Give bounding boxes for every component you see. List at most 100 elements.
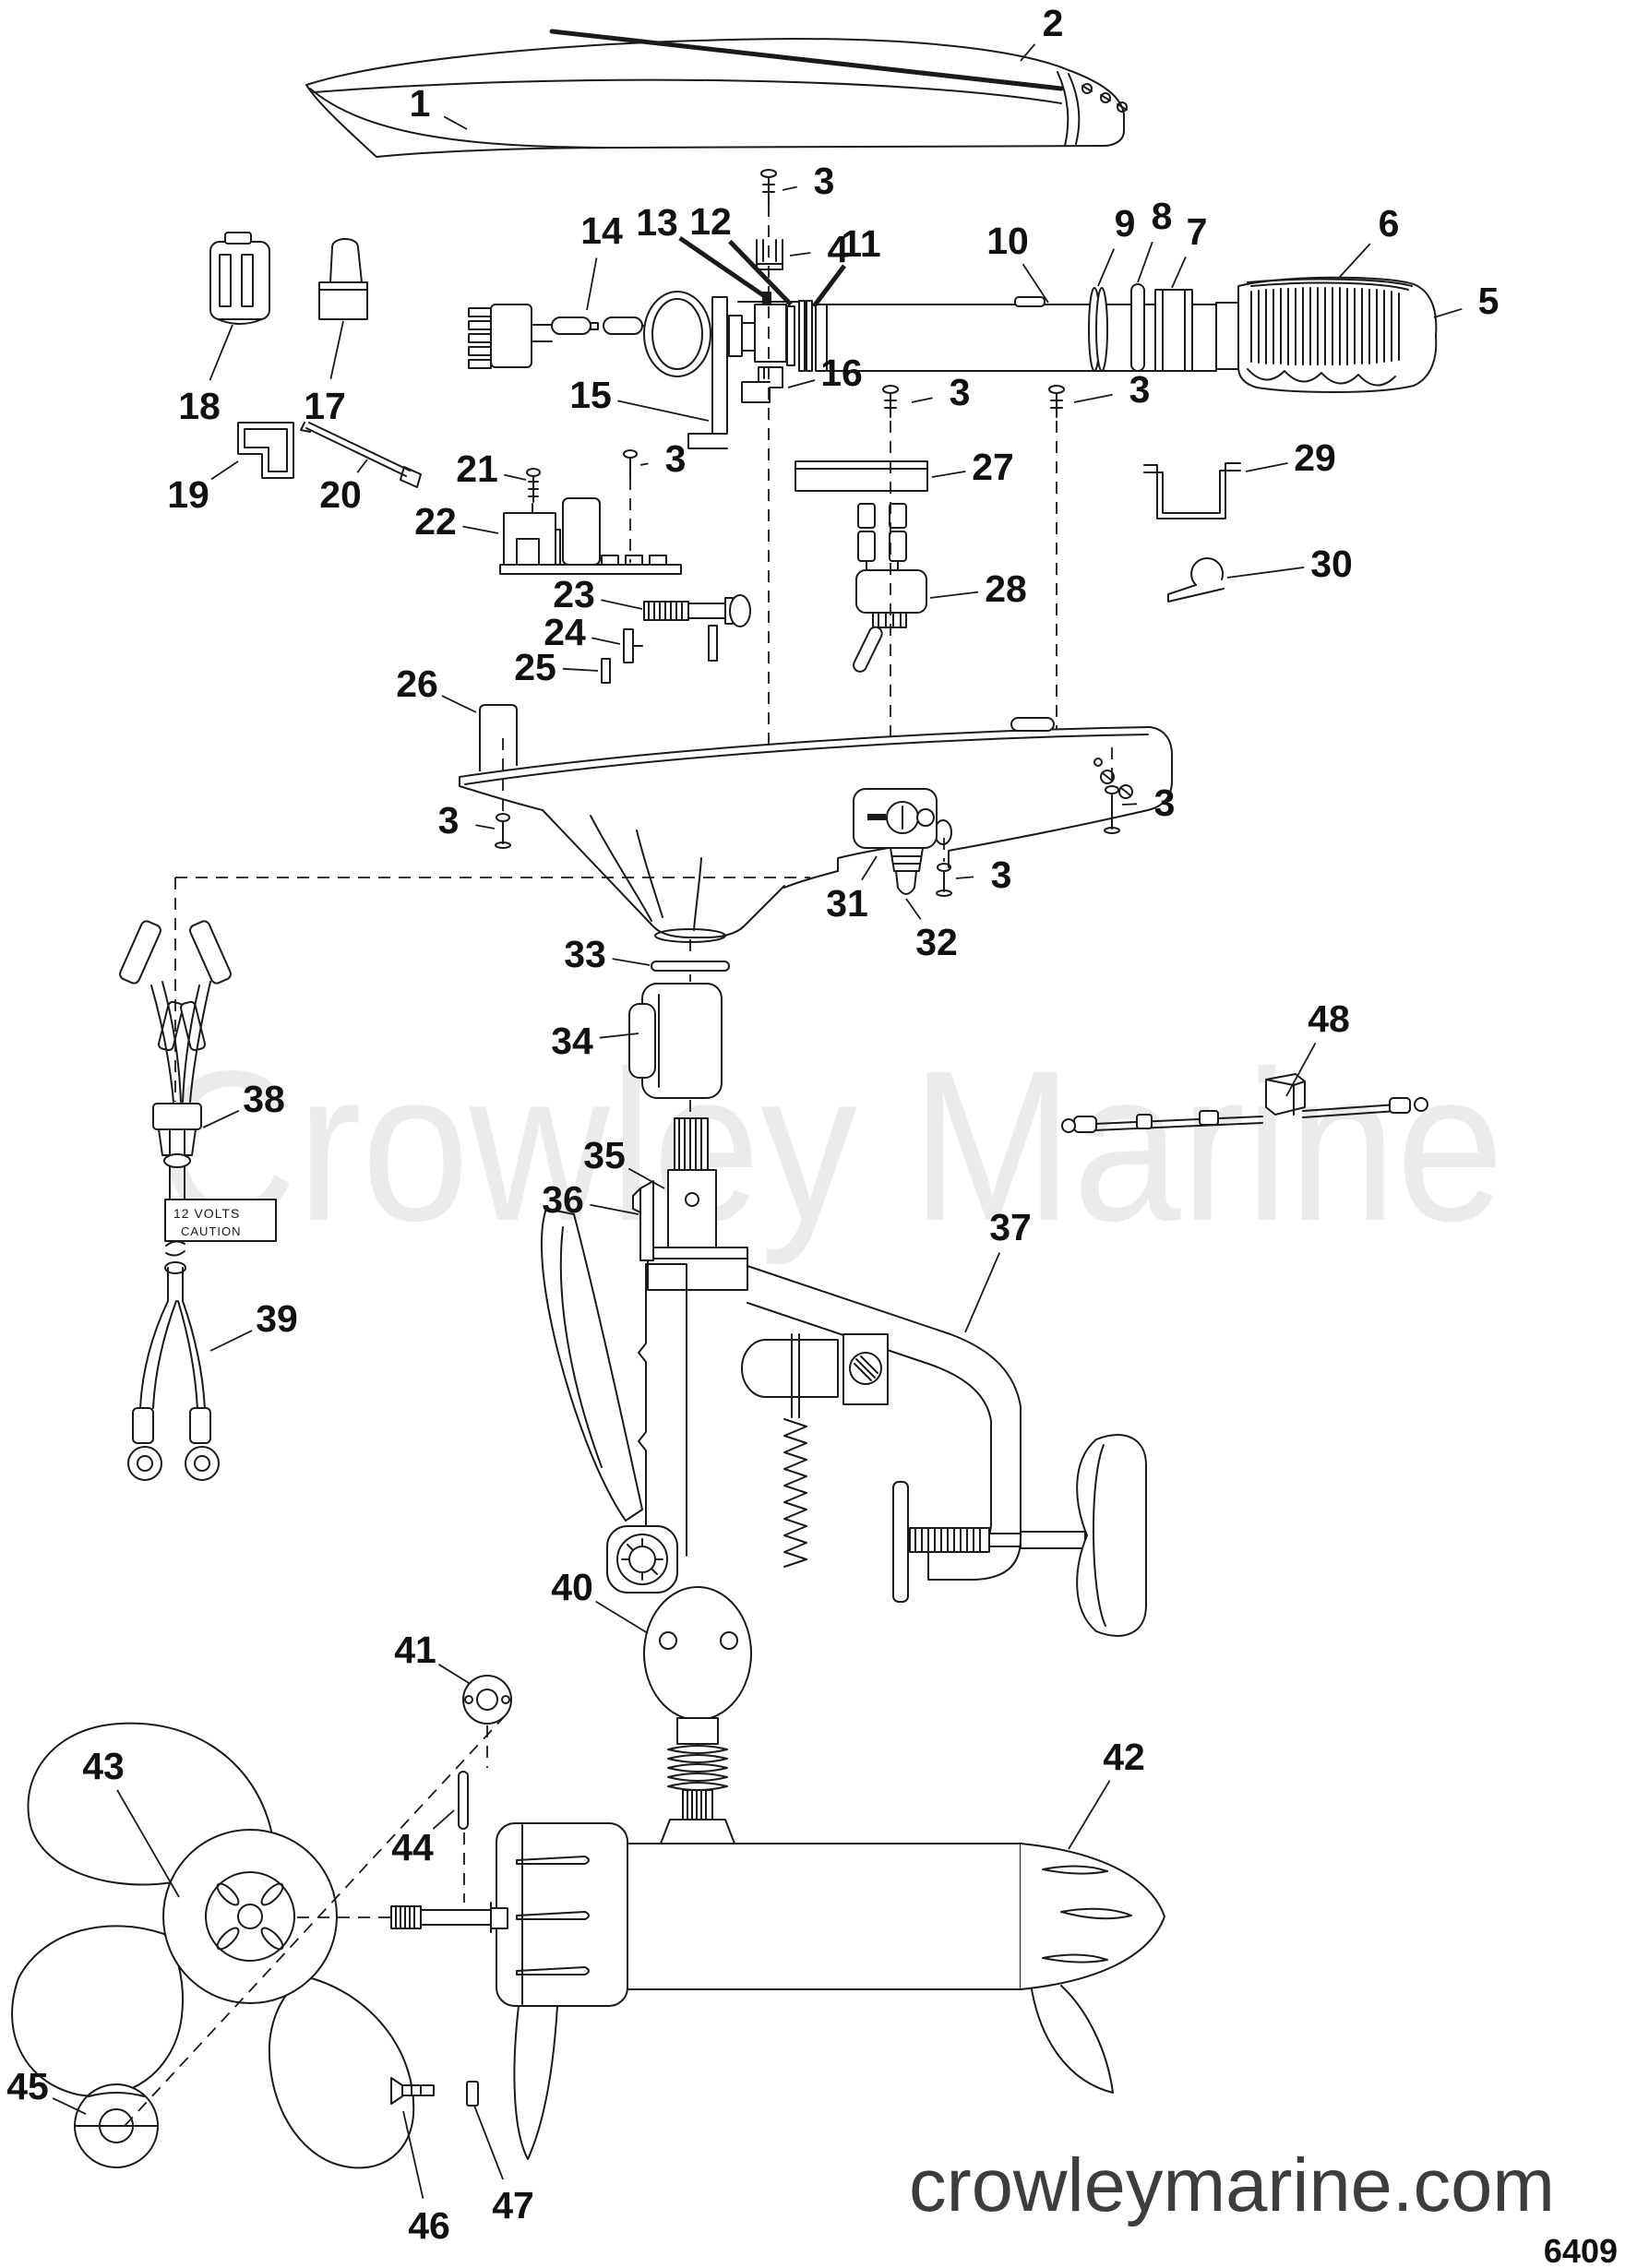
part-31-plug-panel <box>853 788 938 895</box>
part-26-base-plate-shape <box>783 870 839 889</box>
voltage-label-box-shape <box>164 1199 277 1242</box>
callout-part-42: 42 <box>1103 1736 1145 1778</box>
part-38-39-battery-leads-shape <box>132 1407 154 1444</box>
part-1-head-cover-shape <box>305 38 1125 158</box>
part-48-cable <box>1061 1073 1428 1133</box>
part-28-switch-shape <box>872 612 907 628</box>
screw-icon-shape <box>1104 827 1120 834</box>
part-38-39-battery-leads-shape <box>139 1300 206 1411</box>
leader-line-part-3 <box>1073 393 1113 403</box>
leader-line-part-29 <box>1245 462 1288 472</box>
callout-part-4: 4 <box>828 228 849 270</box>
leader-line-part-3 <box>782 185 797 191</box>
leader-line-part-19 <box>210 460 239 481</box>
callout-part-17: 17 <box>304 385 346 427</box>
part-23-bolt-shape <box>729 594 751 627</box>
part-22-circuit-board-shape <box>601 555 619 566</box>
leader-line-part-43 <box>116 1789 180 1898</box>
part-14-wiring-plug-shape <box>468 307 492 317</box>
part-37-clamp-bracket-shape <box>914 1527 981 1553</box>
leader-line-part-39 <box>209 1330 253 1352</box>
part-28-switch-shape <box>889 531 907 562</box>
part-37-clamp-bracket-shape <box>645 1263 687 1557</box>
part-23-bolt-shape <box>648 601 683 621</box>
part-26-base-plate-shape <box>1010 717 1055 732</box>
leader-line-part-13 <box>678 235 768 300</box>
part-31-plug-panel-shape <box>890 847 924 872</box>
part-14-wiring-plug-shape <box>551 316 591 335</box>
leader-line-part-42 <box>1068 1780 1111 1850</box>
callout-part-11: 11 <box>841 222 880 265</box>
leader-line-part-14 <box>586 257 598 311</box>
part-8-ring-shape <box>1130 283 1145 372</box>
reference-dashed-lines-shape <box>124 1717 504 2127</box>
part-4-clip-shape <box>756 239 783 270</box>
leader-line-part-8 <box>1137 241 1153 283</box>
part-28-switch-shape <box>866 560 899 571</box>
part-38-39-battery-leads-shape <box>137 1455 153 1472</box>
leader-line-part-2 <box>1020 43 1036 62</box>
part-38-39-battery-leads-shape <box>185 1446 220 1481</box>
part-9-ring-shape <box>1095 287 1108 372</box>
callout-part-37: 37 <box>989 1206 1032 1248</box>
motor-head-endcap-shape <box>651 298 703 370</box>
part-33-washer <box>651 961 730 972</box>
cover-screws-icon-shape <box>1100 92 1111 103</box>
callout-part-23: 23 <box>553 573 595 615</box>
part-20-cable-tie-shape <box>400 466 422 488</box>
part-35-steering-column-shape <box>685 1192 699 1207</box>
part-42-motor-body-shape <box>516 1856 590 1976</box>
part-36-latch-strip <box>632 1180 654 1261</box>
part-7-collar <box>1154 289 1193 372</box>
leader-line-part-25 <box>562 667 599 672</box>
part-37-clamp-bracket <box>540 1208 1147 1637</box>
screw-icon-shape <box>496 813 510 822</box>
leader-line-part-33 <box>612 958 651 966</box>
tube-hub-parts-shape <box>741 322 756 352</box>
part-38-39-battery-leads-shape <box>127 1446 162 1481</box>
part-48-cable-shape <box>1136 1114 1153 1129</box>
part-42-motor-body-shape <box>627 1843 1022 1990</box>
leader-line-part-22 <box>462 525 499 534</box>
part-2-decal-stripe <box>549 29 1064 91</box>
leader-line-part-3 <box>475 824 496 830</box>
callout-part-40: 40 <box>551 1566 593 1608</box>
part-30-clip-shape <box>1167 584 1225 603</box>
part-11-flange <box>806 300 813 372</box>
callout-part-47: 47 <box>492 2184 534 2226</box>
part-10-tube-shape <box>1014 296 1045 307</box>
part-5-handle-shape <box>1237 276 1438 393</box>
part-1-head-cover <box>305 38 1128 158</box>
part-27-plate-shape <box>795 460 928 492</box>
callout-part-5: 5 <box>1478 280 1500 322</box>
leader-line-part-30 <box>1226 567 1305 579</box>
leader-line-part-16 <box>787 379 816 388</box>
part-29-bracket-shape <box>1143 470 1241 514</box>
voltage-label-line2: CAUTION <box>181 1224 242 1238</box>
screw-icon <box>495 813 511 849</box>
callout-part-9: 9 <box>1115 202 1136 245</box>
part-38-grommet <box>152 1103 202 1130</box>
part-5-handle-shape <box>1191 304 1217 372</box>
screw-icon <box>936 863 952 897</box>
part-26-base-plate <box>459 704 1173 943</box>
leader-line-part-28 <box>929 591 979 599</box>
leader-line-part-32 <box>905 898 922 920</box>
callout-part-21: 21 <box>456 448 498 490</box>
part-9-ring <box>1088 287 1108 372</box>
prop-shaft <box>390 1902 508 1933</box>
part-47-pin-shape <box>466 2081 479 2107</box>
leader-line-part-24 <box>591 637 621 645</box>
part-22-circuit-board <box>499 497 682 575</box>
part-37-clamp-bracket-shape <box>892 1481 909 1603</box>
leader-line-part-17 <box>329 320 344 379</box>
part-38-39-battery-leads-shape <box>194 1455 210 1472</box>
part-14-wiring-plug <box>468 304 663 369</box>
part-16-z-clip-shape <box>741 366 783 403</box>
part-18-connector <box>209 232 270 325</box>
part-14-wiring-plug-shape <box>468 320 492 330</box>
part-26-base-plate-shape <box>479 704 518 771</box>
